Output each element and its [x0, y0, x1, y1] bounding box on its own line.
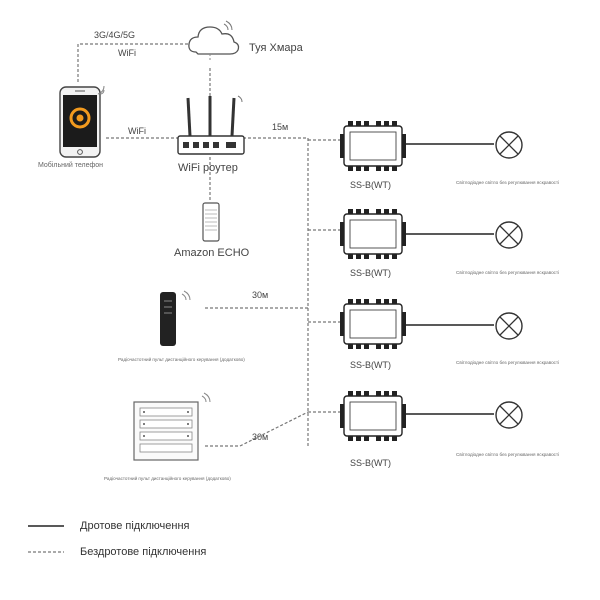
- lamp-4-icon: [494, 400, 524, 435]
- remote-2-link: [205, 411, 309, 447]
- remote-2-distance: 30м: [252, 432, 269, 442]
- legend: Дротове підключення Бездротове підключен…: [28, 520, 206, 558]
- router-distance: 15м: [272, 122, 289, 132]
- wall-remote-icon: [132, 392, 214, 469]
- phone-icon: [58, 86, 104, 163]
- controller-1-label: SS-B(WT): [350, 180, 391, 190]
- lamp-2-label: Світлодіодне світло без регулювання яскр…: [456, 270, 560, 275]
- lamp-4-label: Світлодіодне світло без регулювання яскр…: [456, 452, 560, 457]
- legend-wireless-label: Бездротове підключення: [80, 546, 207, 558]
- wifi-signal-icon: [96, 82, 110, 101]
- echo-label: Amazon ECHO: [174, 247, 250, 259]
- controller-2: [340, 208, 406, 265]
- controller-icon: [340, 299, 406, 349]
- controller-1: [340, 120, 406, 177]
- controller-icon: [340, 391, 406, 441]
- controller-4: [340, 390, 406, 447]
- remote-1-label: Радіочастотний пульт дистанційного керув…: [118, 357, 245, 362]
- amazon-echo-icon: [202, 202, 220, 247]
- remote-2-label: Радіочастотний пульт дистанційного керув…: [104, 476, 231, 481]
- router-label: WiFi роутер: [178, 162, 238, 174]
- controller-2-label: SS-B(WT): [350, 268, 391, 278]
- lamp-2-icon: [494, 220, 524, 255]
- legend-wired: Дротове підключення: [28, 520, 206, 532]
- controller-4-label: SS-B(WT): [350, 458, 391, 468]
- phone-wifi-label: WiFi: [128, 126, 146, 136]
- lamp-1-label: Світлодіодне світло без регулювання яскр…: [456, 180, 560, 185]
- controller-3-label: SS-B(WT): [350, 360, 391, 370]
- phone-cloud-link: [77, 43, 188, 82]
- controller-icon: [340, 209, 406, 259]
- cloud-wifi-label: WiFi: [118, 48, 136, 58]
- cellular-label: 3G/4G/5G: [94, 30, 136, 40]
- handheld-remote-icon: [156, 290, 196, 355]
- lamp-3-icon: [494, 311, 524, 346]
- lamp-1-icon: [494, 130, 524, 165]
- phone-label: Мобільний телефон: [38, 162, 104, 169]
- legend-wireless: Бездротове підключення: [28, 546, 206, 558]
- solid-line-icon: [28, 525, 64, 527]
- controller-3: [340, 298, 406, 355]
- router-icon: [176, 92, 246, 163]
- cloud-label: Туя Хмара: [249, 42, 303, 54]
- lamp-3-label: Світлодіодне світло без регулювання яскр…: [456, 360, 560, 365]
- cloud-icon: [186, 18, 242, 73]
- dashed-line-icon: [28, 551, 64, 553]
- controller-icon: [340, 121, 406, 171]
- remote-1-distance: 30м: [252, 290, 269, 300]
- legend-wired-label: Дротове підключення: [80, 520, 190, 532]
